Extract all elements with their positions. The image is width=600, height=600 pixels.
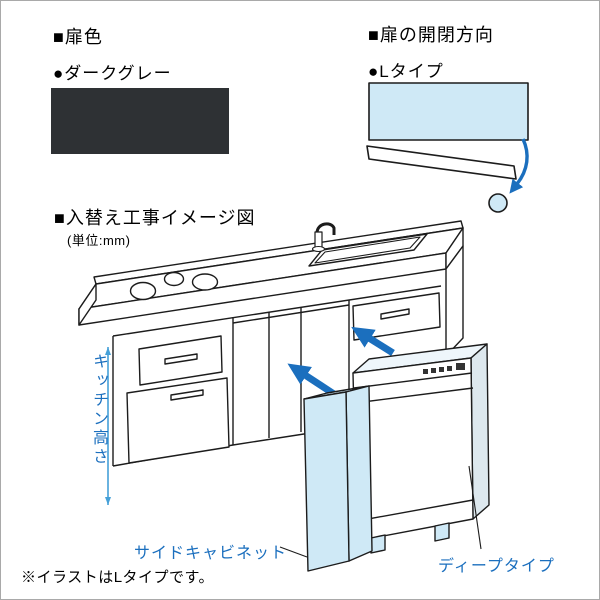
kitchen-height-label: キッチン高さ	[90, 353, 107, 467]
dishwasher-box	[352, 343, 490, 554]
label-leader-lines	[279, 465, 482, 558]
side-cabinet-box	[303, 385, 373, 572]
drawer-handle	[380, 308, 410, 320]
install-arrow-icon	[351, 326, 395, 356]
sink	[308, 233, 428, 267]
door-direction-illustration	[366, 82, 529, 213]
diagram-heading: ■入替え工事イメージ図	[54, 208, 256, 228]
drawer-handle	[170, 389, 204, 401]
door-color-value: ●ダークグレー	[53, 64, 172, 83]
faucet	[311, 222, 336, 253]
unit-note: (単位:mm)	[67, 233, 131, 248]
kitchen-illustration	[78, 220, 490, 572]
dishwasher-foot	[434, 522, 450, 542]
control-panel-buttons	[423, 363, 465, 374]
side-cabinet-front	[303, 391, 350, 572]
open-direction-arrow-icon	[509, 138, 529, 194]
cabinet-right-panel	[445, 245, 464, 357]
deep-type-label: ディープタイプ	[438, 558, 555, 575]
door-color-swatch	[51, 88, 229, 154]
door-panel	[368, 82, 529, 141]
door-direction-value: ●Lタイプ	[368, 62, 444, 81]
side-cabinet-label: サイドキャビネット	[134, 545, 288, 562]
door-direction-heading: ■扉の開閉方向	[368, 25, 494, 45]
dishwasher-foot	[370, 534, 386, 554]
footnote: ※イラストはLタイプです。	[21, 569, 215, 586]
cooktop-burners	[129, 271, 219, 301]
cabinet-door-front	[126, 377, 230, 464]
side-cabinet-side	[345, 385, 373, 562]
door-color-heading: ■扉色	[53, 27, 103, 47]
door-flap-open	[366, 145, 517, 180]
drawer-handle	[164, 353, 198, 365]
door-knob	[488, 193, 508, 213]
